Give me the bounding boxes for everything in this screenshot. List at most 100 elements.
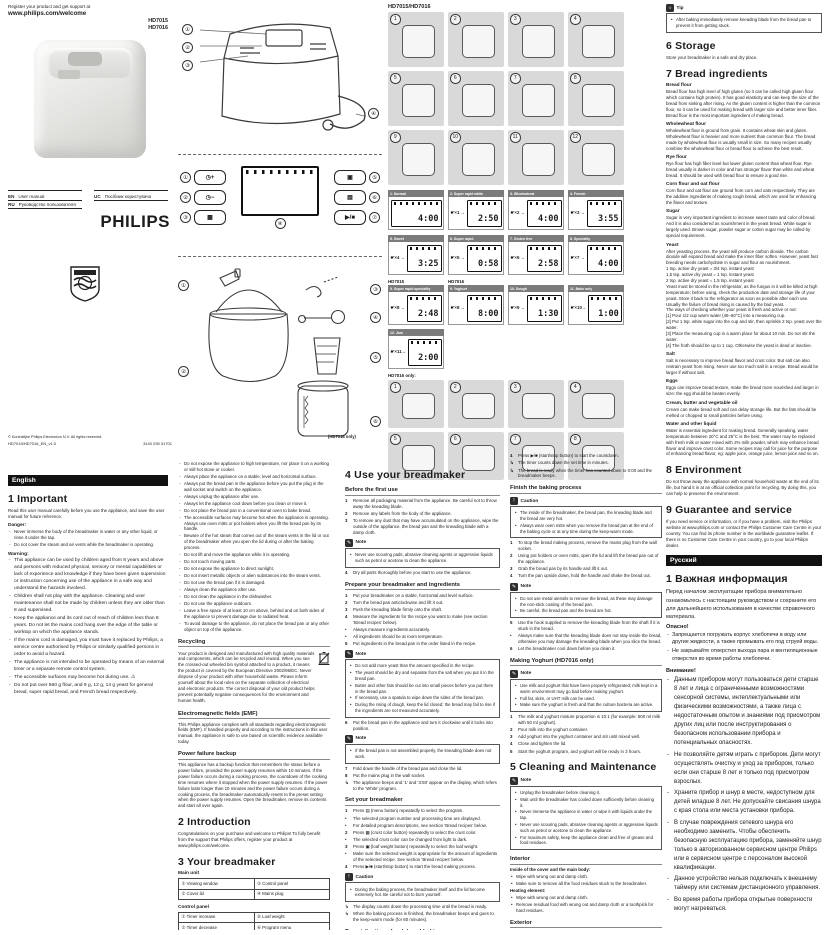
warning-item: Always put the bread pan in the applianc…: [178, 481, 330, 493]
note-item: During the rising of dough, keep the lid…: [349, 702, 496, 713]
tip-item: After baking immediately remove kneading…: [670, 17, 818, 28]
note-item: Wait until the breadmaker has cooled dow…: [514, 797, 658, 808]
viewing-window: [68, 52, 102, 66]
print-code: 3140 035 31701: [143, 441, 172, 446]
warning-item: If the mains cord is damaged, you must h…: [8, 638, 168, 659]
callout-number: ⑤: [369, 172, 380, 183]
program-time-display: 3:55: [586, 199, 622, 227]
warning-item: This appliance can be used by children a…: [8, 558, 168, 593]
step-item: ↳The timer counts down the set time in m…: [510, 460, 609, 466]
hd7016-only-label: HD7016 only:: [388, 373, 416, 378]
menu-press-count: ☛×9 →: [510, 305, 526, 310]
cleaning-item: Wipe with wrung out and damp cloth.: [510, 895, 662, 901]
ingredient-name: Cream, butter and vegetable oil: [666, 400, 738, 406]
warning-item: Do not touch moving parts.: [178, 559, 330, 565]
program-panel: 10. Dough ☛×9 → 1:30: [508, 285, 564, 325]
warning-item: Always unplug the appliance after use.: [178, 494, 330, 500]
ingredient-description: Cream can make bread soft and can delay …: [666, 406, 817, 418]
ingredient-name: Wholewheat flour: [666, 122, 706, 128]
ingredient-description: Wholewheat flour is ground from grain. I…: [666, 128, 816, 151]
russian-intro: Перед началом эксплуатации прибора внима…: [666, 589, 817, 620]
step-number: 5: [390, 434, 401, 445]
warning-item: Do not use the appliance outdoors.: [178, 601, 330, 607]
cleaning-item: Make sure to remove all the food residue…: [510, 881, 662, 887]
interior-intro: Inside of the cover and the main body:: [510, 867, 591, 873]
step-number: 3: [510, 382, 521, 393]
menu-press-count: ☛×5 →: [450, 255, 466, 260]
program-panel: 11. Bake only ☛×10→ 1:00: [568, 285, 624, 325]
menu-press-count: ☛×6 →: [510, 255, 526, 260]
program-panel: 7. Gluten free ☛×6 → 2:58: [508, 235, 564, 275]
column-safety-intro: Do not expose the appliance to high temp…: [178, 460, 330, 930]
power-failure-heading: Power failure backup: [178, 751, 330, 760]
column-ingredients-russian: ☼Tip After baking immediately remove kne…: [666, 4, 822, 932]
step-item: •The selected program number and process…: [345, 815, 481, 821]
menu-press-count: ☛×3 →: [570, 210, 586, 215]
step-illustration-tile: 6: [448, 432, 504, 480]
step-illustration-tile: 5: [388, 432, 444, 480]
warning-heading: Warning:: [8, 551, 29, 557]
program-time-display: 2:48: [406, 294, 442, 322]
language-code: RU: [8, 201, 15, 207]
control-panel-diagram: ① ◷+ ② ◷− ③ ▩ ④: [180, 166, 380, 229]
ingredient-block: Sugar Sugar is very important ingredient…: [666, 209, 822, 239]
power-failure-text: This appliance has a backup function tha…: [178, 762, 328, 809]
ingredient-block: Eggs Eggs can improve bread texture, mak…: [666, 379, 822, 397]
program-time-display: 2:50: [466, 199, 502, 227]
callout-number: ⑥: [369, 192, 380, 203]
fold-divider: [178, 256, 382, 257]
program-panels-row2: 5. Sweet ☛×4 → 3:25 6. Super rapid ☛×5 →…: [388, 235, 628, 275]
note-icon: ✎: [345, 538, 353, 547]
ingredient-name: Salt: [666, 352, 675, 358]
note-label: Note: [520, 584, 532, 590]
step-illustration-tile: 1: [388, 380, 444, 428]
russian-warning-item: Данным прибором могут пользоваться дети …: [666, 676, 822, 748]
column-use-breadmaker: 4 Use your breadmaker Before the first u…: [345, 462, 500, 930]
control-area: [58, 70, 80, 79]
step-number: 4: [570, 14, 581, 25]
russian-danger-item: Не закрывайте отверстия выхода пара и ве…: [666, 648, 822, 664]
note-label: Note: [520, 671, 532, 677]
step-illustration-tile: 12: [568, 130, 624, 185]
cover-panel: Register your product and get support at…: [8, 4, 172, 446]
program-time-display: 8:00: [466, 294, 502, 322]
panel-button-row: ② ◷−: [180, 190, 226, 205]
warning-item: Do not use the bread pan if it is damage…: [178, 580, 330, 586]
model-numbers: HD7015 HD7016: [148, 18, 168, 31]
step-number: 7: [510, 434, 521, 445]
russian-warning-list: Данным прибором могут пользоваться дети …: [666, 676, 822, 914]
russian-danger-item: Запрещается погружать корпус хлебопечи в…: [666, 632, 822, 648]
caution-list: During the baking process, the breadmake…: [349, 887, 496, 898]
russian-warning-item: Не позволяйте детям играть с прибором. Д…: [666, 751, 822, 787]
lcd-display-diagram: [241, 166, 319, 216]
warning-item: The accessible surfaces may become hot w…: [178, 515, 330, 532]
preset-timer-heading: Preset the timer for delayed baking: [345, 929, 500, 930]
step-number: 11: [510, 132, 521, 143]
ingredient-description: Eggs can improve bread texture, make the…: [666, 385, 819, 397]
panel-button-row: ① ◷+: [180, 170, 226, 185]
note-item: Never immerse the appliance in water or …: [514, 809, 658, 820]
storage-text: Store your breadmaker in a safe and dry …: [666, 54, 758, 60]
note-icon: ✎: [345, 650, 353, 659]
step-item: ↳The appliance beeps and ‘1’ and ‘3:50’ …: [345, 779, 497, 791]
step-illustration-tile: 7: [508, 71, 564, 126]
program-panel: 5. Sweet ☛×4 → 3:25: [388, 235, 444, 275]
parts-table-title: Control panel: [178, 904, 209, 910]
parts-table-cell: ③ Control panel: [253, 878, 330, 890]
ingredient-name: Corn flour and oat flour: [666, 182, 720, 188]
warning-item: Do not expose the appliance to high temp…: [178, 461, 330, 473]
step-item: •All ingredients should be at room tempe…: [345, 633, 444, 639]
caution-label: Caution: [355, 874, 374, 880]
note-item: Be careful, the bread pan and the bread …: [514, 608, 658, 614]
